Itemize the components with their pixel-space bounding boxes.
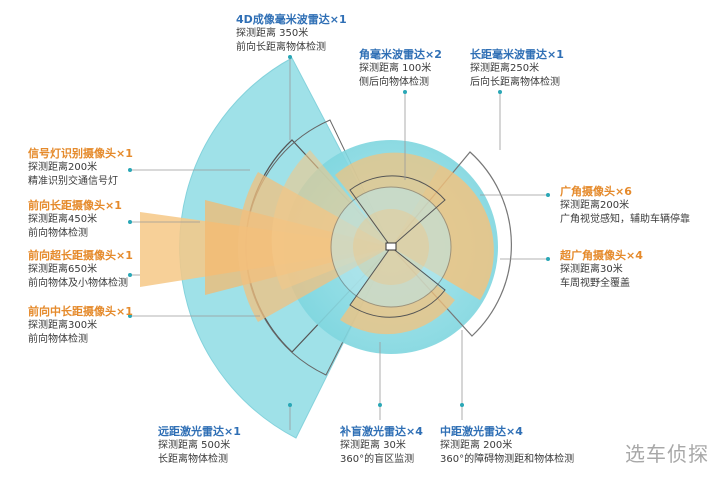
label-traffic: 信号灯识别摄像头×1 探测距离200米 精准识别交通信号灯 (28, 146, 133, 189)
label-title: 信号灯识别摄像头×1 (28, 147, 133, 160)
label-line: 后向长距离物体检测 (470, 77, 560, 88)
long-radar-arc (390, 151, 512, 337)
label-longradar: 长距毫米波雷达×1 探测距离250米 后向长距离物体检测 (470, 47, 564, 90)
label-title: 长距毫米波雷达×1 (470, 48, 564, 61)
label-line: 探测距离 100米 (359, 63, 432, 74)
label-line: 侧后向物体检测 (359, 77, 429, 88)
label-corner: 角毫米波雷达×2 探测距离 100米 侧后向物体检测 (359, 47, 442, 90)
leader-dots (128, 55, 550, 407)
label-line: 广角视觉感知，辅助车辆停靠 (560, 214, 690, 225)
label-line: 探测距离650米 (28, 264, 98, 275)
watermark: 选车侦探 (625, 442, 709, 466)
label-line: 探测距离450米 (28, 214, 98, 225)
label-line: 探测距离300米 (28, 320, 98, 331)
label-farlidar: 远距激光雷达×1 探测距离 500米 长距离物体检测 (158, 424, 241, 467)
label-title: 角毫米波雷达×2 (359, 48, 442, 61)
label-line: 精准识别交通信号灯 (28, 176, 118, 187)
label-blindlidar: 补盲激光雷达×4 探测距离 30米 360°的盲区监测 (340, 424, 423, 467)
label-line: 前向长距离物体检测 (236, 42, 326, 53)
label-line: 前向物体及小物体检测 (28, 278, 128, 289)
label-line: 探测距离 200米 (440, 440, 513, 451)
label-title: 广角摄像头×6 (560, 185, 632, 198)
label-lidar4d: 4D成像毫米波雷达×1 探测距离 350米 前向长距离物体检测 (236, 12, 347, 55)
label-ultrawide: 超广角摄像头×4 探测距离30米 车周视野全覆盖 (560, 248, 643, 291)
label-midlidar: 中距激光雷达×4 探测距离 200米 360°的障碍物测距和物体检测 (440, 424, 574, 467)
label-line: 探测距离30米 (560, 264, 623, 275)
label-line: 前向物体检测 (28, 228, 88, 239)
label-line: 360°的盲区监测 (340, 454, 415, 465)
label-line: 探测距离 30米 (340, 440, 406, 451)
label-title: 前向超长距摄像头×1 (28, 249, 133, 262)
label-title: 远距激光雷达×1 (158, 425, 241, 438)
label-line: 探测距离 350米 (236, 28, 309, 39)
label-fwdlong: 前向长距摄像头×1 探测距离450米 前向物体检测 (28, 198, 122, 241)
car-icon (385, 242, 397, 251)
label-line: 探测距离200米 (28, 162, 98, 173)
corner-radar-arc-bottom (349, 246, 446, 318)
label-title: 补盲激光雷达×4 (340, 425, 423, 438)
label-line: 探测距离250米 (470, 63, 540, 74)
label-title: 中距激光雷达×4 (440, 425, 523, 438)
leader-lines (130, 57, 548, 430)
label-title: 4D成像毫米波雷达×1 (236, 13, 347, 26)
label-line: 360°的障碍物测距和物体检测 (440, 454, 575, 465)
label-title: 超广角摄像头×4 (560, 249, 643, 262)
label-title: 前向长距摄像头×1 (28, 199, 122, 212)
label-line: 长距离物体检测 (158, 454, 228, 465)
label-line: 车周视野全覆盖 (560, 278, 630, 289)
label-fwdultra: 前向超长距摄像头×1 探测距离650米 前向物体及小物体检测 (28, 248, 133, 291)
label-line: 探测距离 500米 (158, 440, 231, 451)
label-line: 前向物体检测 (28, 334, 88, 345)
corner-radar-arc-top (349, 175, 446, 248)
label-title: 前向中长距摄像头×1 (28, 305, 133, 318)
label-fwdmid: 前向中长距摄像头×1 探测距离300米 前向物体检测 (28, 304, 133, 347)
label-line: 探测距离200米 (560, 200, 630, 211)
label-wide: 广角摄像头×6 探测距离200米 广角视觉感知，辅助车辆停靠 (560, 184, 690, 227)
